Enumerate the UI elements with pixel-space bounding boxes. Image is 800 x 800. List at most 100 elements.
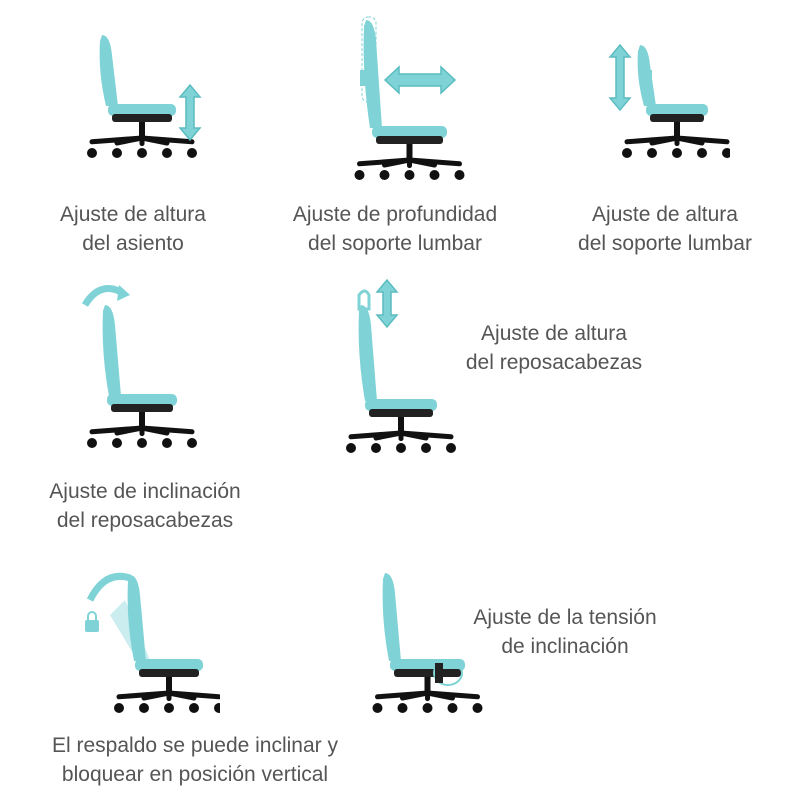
label-line: Ajuste de altura xyxy=(592,203,738,226)
lumbar-height-arrow-icon xyxy=(608,43,632,112)
gas-lift xyxy=(139,122,145,140)
label-line: de inclinación xyxy=(501,635,629,658)
gas-lift xyxy=(139,412,145,430)
backrest xyxy=(102,305,121,396)
seat-underside xyxy=(394,669,461,677)
caster xyxy=(697,148,707,158)
caster xyxy=(429,170,440,180)
seat xyxy=(108,104,176,116)
label-line: El respaldo se puede inclinar y xyxy=(51,734,339,757)
gas-lift xyxy=(166,677,172,695)
seat-underside xyxy=(111,404,173,412)
caster xyxy=(404,170,415,180)
feature-label-lumbar-depth: Ajuste de profundidad del soporte lumbar xyxy=(293,200,497,258)
seat xyxy=(365,399,437,411)
star-base xyxy=(348,430,454,442)
caster xyxy=(421,443,431,453)
caster xyxy=(354,170,365,180)
tension-knob-highlight xyxy=(433,660,463,686)
star-base xyxy=(89,425,195,437)
caster xyxy=(162,148,172,158)
caster xyxy=(162,438,172,448)
arrow-head xyxy=(117,285,130,301)
label-line: del soporte lumbar xyxy=(578,232,752,255)
label-line: del soporte lumbar xyxy=(308,232,482,255)
caster xyxy=(189,703,199,713)
caster xyxy=(164,703,174,713)
backrest xyxy=(363,20,382,128)
seat xyxy=(372,126,447,138)
caster xyxy=(137,438,147,448)
recline-arrow-icon xyxy=(86,572,132,602)
chair-lumbar-height xyxy=(600,40,732,170)
headrest-tilt-arrow-icon xyxy=(81,285,125,307)
caster xyxy=(454,170,465,180)
chair-headrest-height xyxy=(335,275,465,465)
caster xyxy=(346,443,356,453)
label-line: Ajuste de altura xyxy=(481,322,627,345)
caster xyxy=(472,703,483,713)
caster xyxy=(87,148,97,158)
seat xyxy=(646,104,708,116)
caster xyxy=(139,703,149,713)
caster xyxy=(371,443,381,453)
caster xyxy=(422,703,433,713)
star-base xyxy=(624,135,730,147)
backrest xyxy=(358,305,377,401)
star-base xyxy=(357,157,462,169)
caster xyxy=(114,703,124,713)
tension-knob-icon xyxy=(435,663,443,683)
label-line: del reposacabezas xyxy=(56,509,234,532)
headrest xyxy=(357,289,371,311)
caster xyxy=(622,148,632,158)
caster xyxy=(214,703,224,713)
feature-label-backrest-lock: El respaldo se puede inclinar y bloquear … xyxy=(52,731,338,789)
caster xyxy=(722,148,732,158)
star-base xyxy=(375,690,480,702)
label-line: Ajuste de altura xyxy=(60,203,206,226)
caster xyxy=(647,148,657,158)
seat-underside xyxy=(369,409,433,417)
caster xyxy=(397,703,408,713)
label-line: bloquear en posición vertical xyxy=(61,763,329,786)
gas-lift xyxy=(424,677,431,695)
label-line: Ajuste de la tensión xyxy=(473,606,657,629)
chair-lumbar-depth xyxy=(340,12,470,192)
gas-lift xyxy=(674,122,680,140)
seat-underside xyxy=(139,669,199,677)
caster xyxy=(447,703,458,713)
feature-label-tilt-tension: Ajuste de la tensión de inclinación xyxy=(473,603,656,661)
seat-underside xyxy=(112,114,172,122)
seat-underside xyxy=(376,136,443,144)
label-line: Ajuste de profundidad xyxy=(292,203,498,226)
lock-icon xyxy=(85,611,99,632)
gas-lift xyxy=(406,144,413,162)
lumbar-pad xyxy=(640,70,652,88)
gas-lift xyxy=(398,417,404,435)
backrest-outline xyxy=(361,16,377,103)
caster xyxy=(372,703,383,713)
backrest xyxy=(382,573,401,661)
caster xyxy=(112,438,122,448)
caster xyxy=(187,438,197,448)
caster xyxy=(672,148,682,158)
feature-label-headrest-height: Ajuste de altura del reposacabezas xyxy=(466,319,642,377)
lumbar-depth-arrow-icon xyxy=(383,65,457,95)
headrest-height-arrow-icon xyxy=(375,278,399,329)
lumbar-pad xyxy=(360,70,372,86)
chair-tilt-tension xyxy=(360,568,490,725)
label-line: del reposacabezas xyxy=(465,351,643,374)
feature-label-lumbar-height: Ajuste de altura del soporte lumbar xyxy=(578,200,752,258)
chair-headrest-tilt xyxy=(75,275,205,460)
chair-seat-height xyxy=(80,30,210,170)
star-base xyxy=(116,690,222,702)
label-line: Ajuste de inclinación xyxy=(49,480,241,503)
caster xyxy=(396,443,406,453)
caster xyxy=(87,438,97,448)
feature-label-headrest-tilt: Ajuste de inclinación del reposacabezas xyxy=(49,477,240,535)
backrest xyxy=(127,575,146,661)
reclined-backrest xyxy=(110,600,150,665)
seat-underside xyxy=(650,114,704,122)
